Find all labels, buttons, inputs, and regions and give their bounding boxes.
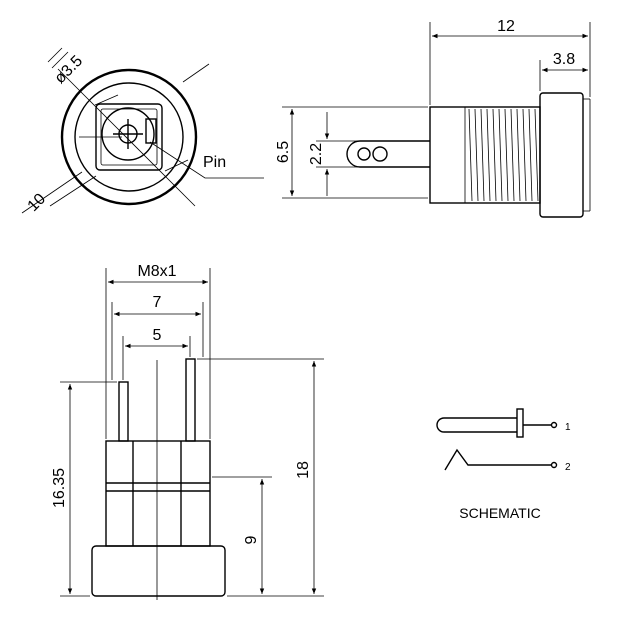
schematic-pin1-label: 1 — [565, 422, 571, 433]
side-pin — [346, 140, 430, 168]
top-view: ø3.5 10 Pin — [21, 47, 264, 215]
thread-line — [528, 108, 533, 202]
flange-label: 3.8 — [553, 51, 575, 68]
thread-line — [480, 108, 485, 202]
thread-line — [474, 108, 479, 202]
schematic-spring-contact — [444, 448, 551, 471]
front-base — [91, 545, 226, 597]
thread-line — [468, 108, 473, 202]
side-pin-hole-2 — [372, 146, 388, 162]
front-pin-right — [185, 358, 196, 442]
dia-ext-b — [164, 159, 189, 172]
schematic-plug-flange — [516, 408, 524, 438]
pin-dia-label: 2.2 — [308, 143, 325, 165]
diameter-label: ø3.5 — [51, 52, 86, 87]
thread-line — [486, 108, 491, 202]
socket-ring — [101, 107, 155, 161]
side-pin-hole-1 — [357, 147, 371, 161]
width-label: 7 — [153, 294, 162, 311]
schematic-pin2-label: 2 — [565, 462, 571, 473]
body-height-label: 9 — [243, 535, 260, 544]
front-pin-left — [118, 381, 129, 442]
schematic-title: SCHEMATIC — [459, 505, 540, 521]
diameter-tick-2 — [51, 51, 69, 69]
diameter-leader — [57, 68, 196, 207]
total-height-label: 18 — [295, 461, 312, 479]
size-ext — [49, 175, 97, 207]
side-body — [429, 106, 541, 204]
body-circle — [74, 82, 184, 192]
front-view: M8x1 7 5 16.35 18 9 — [51, 263, 324, 600]
size-label: 10 — [25, 190, 50, 215]
front-body — [105, 440, 211, 547]
thread-line — [492, 108, 497, 202]
pin-label: Pin — [203, 154, 226, 171]
outer-flange-circle — [60, 68, 198, 206]
pin-height-label: 16.35 — [51, 468, 68, 508]
length-label: 12 — [497, 18, 515, 35]
thread-line — [522, 108, 527, 202]
thread-line — [498, 108, 503, 202]
schematic-terminal-2 — [550, 461, 558, 469]
size-leader — [21, 171, 83, 214]
thread-lines — [468, 108, 539, 202]
height-label: 6.5 — [275, 141, 292, 163]
thread-line — [516, 108, 521, 202]
thread-label: M8x1 — [137, 263, 176, 280]
schematic-plug — [436, 417, 517, 433]
pin-leader-a — [182, 63, 210, 83]
side-flange — [539, 92, 584, 218]
dia-ext-a — [94, 94, 119, 106]
pin-leader-line — [149, 141, 264, 179]
schematic-terminal-1 — [550, 421, 558, 429]
diameter-tick-1 — [47, 47, 63, 63]
thread-line — [510, 108, 515, 202]
thread-line — [504, 108, 509, 202]
side-view: 12 3.8 6.5 2.2 — [275, 18, 591, 218]
thread-line — [534, 108, 539, 202]
schematic: 1 2 SCHEMATIC — [436, 408, 571, 521]
pin-spacing-label: 5 — [153, 327, 162, 344]
